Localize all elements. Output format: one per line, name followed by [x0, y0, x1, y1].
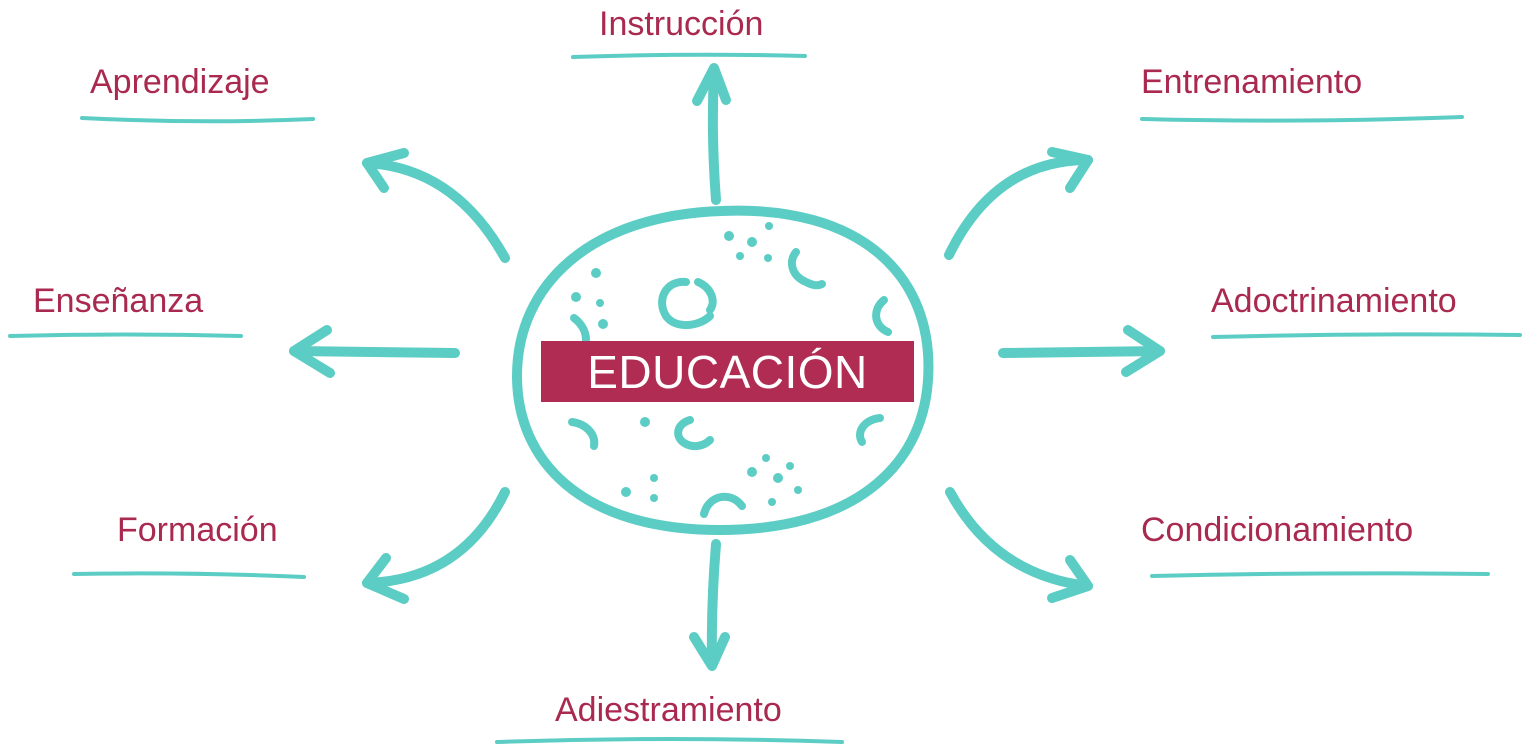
- term-aprendizaje: Aprendizaje: [90, 63, 270, 101]
- arrow-to-aprendizaje: [362, 158, 510, 263]
- term-underlines: [8, 52, 1522, 744]
- arrow-to-formacion-head: [362, 553, 409, 604]
- center-label: EDUCACIÓN: [587, 345, 868, 398]
- term-formacion: Formación: [117, 511, 278, 549]
- arrow-to-ensenanza: [289, 346, 460, 358]
- arrow-to-ensenanza-head: [289, 325, 335, 378]
- center-label-box: EDUCACIÓN: [541, 341, 914, 402]
- term-condicionamiento: Condicionamiento: [1141, 511, 1414, 549]
- term-adoctrinamiento: Adoctrinamiento: [1211, 282, 1457, 320]
- underline-instruccion: [571, 52, 807, 59]
- arrow-to-condicionamiento: [945, 487, 1093, 591]
- underline-adoctrinamiento: [1211, 332, 1522, 339]
- arrow-to-entrenamiento-head: [1047, 147, 1093, 193]
- arrow-to-condicionamiento-head: [1047, 555, 1093, 603]
- arrows: [289, 63, 1165, 671]
- arrow-to-instruccion: [707, 67, 721, 205]
- term-adiestramiento: Adiestramiento: [555, 691, 782, 729]
- term-ensenanza: Enseñanza: [33, 282, 204, 320]
- term-instruccion: Instrucción: [599, 5, 764, 43]
- arrow-to-instruccion-head: [692, 63, 731, 106]
- arrow-to-adiestramiento-head: [689, 632, 730, 671]
- term-entrenamiento: Entrenamiento: [1141, 63, 1363, 101]
- arrow-to-entrenamiento: [944, 155, 1093, 260]
- underline-condicionamiento: [1150, 571, 1490, 578]
- underline-formacion: [72, 571, 306, 579]
- arrow-to-adoctrinamiento-head: [1121, 325, 1165, 377]
- center-circle: [512, 205, 934, 535]
- underline-entrenamiento: [1140, 115, 1464, 123]
- arrow-to-adoctrinamiento: [998, 346, 1165, 358]
- underline-aprendizaje: [80, 116, 315, 124]
- circle-dots: [571, 222, 802, 506]
- arrow-to-formacion: [362, 487, 510, 588]
- underline-adiestramiento: [495, 737, 844, 744]
- circle-doodles: [568, 248, 892, 518]
- arrow-to-aprendizaje-head: [362, 148, 409, 193]
- underline-ensenanza: [8, 332, 243, 338]
- arrow-to-adiestramiento: [706, 539, 721, 670]
